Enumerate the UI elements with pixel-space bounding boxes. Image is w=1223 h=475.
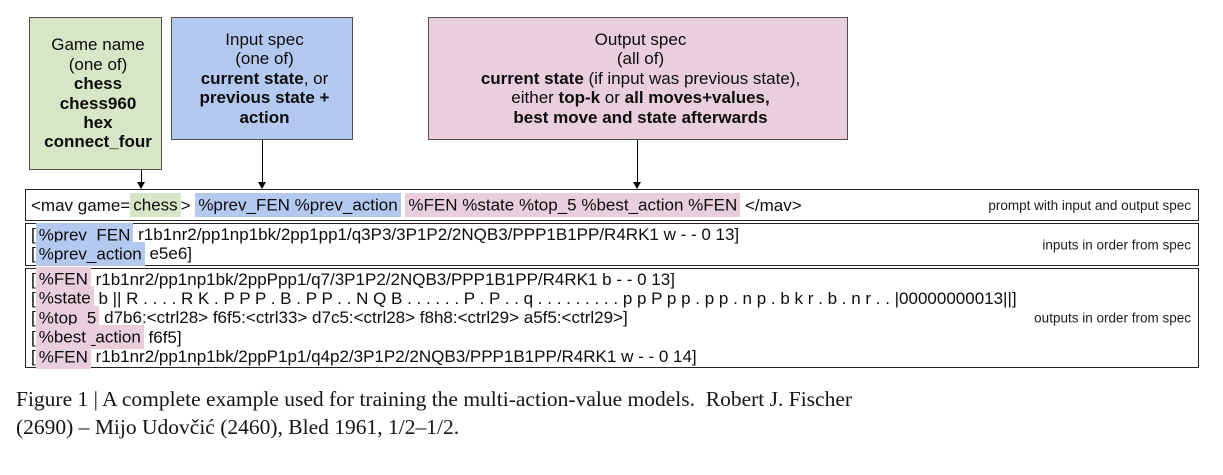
arrow-output-to-prompt-icon bbox=[633, 140, 642, 189]
arrow-head bbox=[633, 182, 641, 189]
code-line: Output spec bbox=[429, 30, 847, 49]
text-segment: [ bbox=[31, 225, 36, 244]
token-highlight-green: chess bbox=[130, 193, 181, 217]
code-line: [%FEN r1b1nr2/pp1np1bk/2ppP1p1/q4p2/3P1P… bbox=[26, 344, 1198, 369]
text-segment: (one of) bbox=[235, 49, 294, 69]
text-segment: hex bbox=[83, 112, 113, 132]
code-line: [%state b || R . . . . R K . P P P . B .… bbox=[26, 286, 1198, 311]
code-line: current state (if input was previous sta… bbox=[429, 69, 847, 88]
text-segment: chess bbox=[73, 74, 123, 94]
arrow-head bbox=[137, 182, 145, 189]
caption-line-2: (2690) – Mijo Udovčić (2460), Bled 1961,… bbox=[16, 414, 460, 439]
text-segment: r1b1nr2/pp1np1bk/2ppPpp1/q7/3P1P2/2NQB3/… bbox=[90, 269, 675, 289]
token-highlight-blue: %prev_FEN %prev_action bbox=[195, 193, 401, 217]
text-segment: (if input was previous state), bbox=[583, 68, 801, 88]
text-segment: either bbox=[511, 88, 559, 108]
text-segment: [ bbox=[31, 347, 36, 367]
inputs-bar: [%prev_FEN r1b1nr2/pp1np1bk/2pp1pp1/q3P3… bbox=[25, 222, 1199, 266]
text-segment: Game name bbox=[51, 35, 145, 55]
arrow-line bbox=[637, 140, 639, 185]
text-segment: current state bbox=[480, 68, 584, 88]
code-line: [%best_action f6f5] bbox=[26, 325, 1198, 350]
outputs-bar: [%FEN r1b1nr2/pp1np1bk/2ppPpp1/q7/3P1P2/… bbox=[25, 267, 1199, 369]
text-segment: Output spec bbox=[594, 29, 687, 49]
inputs-bar-label: inputs in order from spec bbox=[1042, 237, 1191, 252]
arrow-line bbox=[262, 140, 264, 185]
code-line: current state, or bbox=[172, 69, 352, 88]
text-segment: > bbox=[180, 195, 196, 215]
text-segment: [ bbox=[31, 244, 36, 264]
text-segment: [ bbox=[31, 327, 36, 347]
text-segment: connect_four bbox=[44, 132, 152, 152]
text-segment: [ bbox=[31, 288, 36, 308]
prompt-bar-label: prompt with input and output spec bbox=[988, 197, 1191, 213]
text-segment: all moves+values, bbox=[624, 88, 770, 108]
code-line: (one of) bbox=[172, 49, 352, 68]
arrow-game-to-prompt-icon bbox=[137, 170, 146, 189]
code-line: best move and state afterwards bbox=[429, 108, 847, 127]
text-segment: best move and state afterwards bbox=[513, 107, 768, 127]
text-segment: </mav> bbox=[740, 195, 802, 215]
code-line: Input spec bbox=[172, 30, 352, 49]
code-line: [%top_5 d7b6:<ctrl28> f6f5:<ctrl33> d7c5… bbox=[26, 305, 1198, 330]
token-highlight-pink: %FEN %state %top_5 %best_action %FEN bbox=[405, 193, 741, 217]
caption-line-1: Figure 1 | A complete example used for t… bbox=[16, 387, 853, 411]
outputs-bar-label: outputs in order from spec bbox=[1034, 310, 1191, 326]
text-segment: [ bbox=[31, 269, 36, 289]
text-segment: chess960 bbox=[59, 93, 137, 113]
code-line: hex bbox=[30, 113, 161, 132]
code-line: previous state + bbox=[172, 88, 352, 107]
text-segment: (one of) bbox=[68, 54, 128, 74]
text-segment: previous state + bbox=[199, 88, 330, 108]
code-line: [%prev_action e5e6] bbox=[26, 241, 1198, 266]
text-segment: [ bbox=[31, 308, 36, 328]
text-segment: top-k bbox=[558, 88, 601, 108]
code-line: [%FEN r1b1nr2/pp1np1bk/2ppPpp1/q7/3P1P2/… bbox=[26, 267, 1198, 291]
prompt-bar: <mav game=chess> %prev_FEN %prev_action … bbox=[25, 189, 1199, 221]
code-line: either top-k or all moves+values, bbox=[429, 88, 847, 107]
arrow-input-to-prompt-icon bbox=[258, 140, 267, 189]
code-line: action bbox=[172, 108, 352, 127]
text-segment: f6f5] bbox=[143, 327, 182, 347]
text-segment: action bbox=[239, 107, 290, 127]
code-line: Game name bbox=[30, 35, 161, 54]
text-segment: , or bbox=[303, 68, 329, 88]
token-highlight-pink: %FEN bbox=[35, 344, 91, 369]
text-segment: d7b6:<ctrl28> f6f5:<ctrl33> d7c5:<ctrl28… bbox=[99, 308, 628, 328]
figure-caption: Figure 1 | A complete example used for t… bbox=[16, 386, 1216, 441]
token-highlight-blue: %prev_action bbox=[35, 241, 145, 266]
arrow-head bbox=[258, 182, 266, 189]
code-line: (all of) bbox=[429, 49, 847, 68]
text-segment: or bbox=[600, 88, 625, 108]
code-line: chess960 bbox=[30, 94, 161, 113]
outputs-code-lines: [%FEN r1b1nr2/pp1np1bk/2ppPpp1/q7/3P1P2/… bbox=[26, 267, 1198, 369]
text-segment: current state bbox=[200, 68, 304, 88]
text-segment: (all of) bbox=[616, 49, 665, 69]
code-line: chess bbox=[30, 74, 161, 93]
prompt-code-line: <mav game=chess> %prev_FEN %prev_action … bbox=[26, 193, 802, 217]
arrow-line bbox=[141, 170, 143, 185]
text-segment: <mav game= bbox=[31, 195, 131, 215]
output-spec-box: Output spec(all of)current state (if inp… bbox=[428, 17, 848, 140]
code-line: (one of) bbox=[30, 55, 161, 74]
text-segment: b || R . . . . R K . P P P . B . P P . .… bbox=[93, 288, 1017, 308]
code-line: [%prev_FEN r1b1nr2/pp1np1bk/2pp1pp1/q3P3… bbox=[26, 222, 1198, 247]
code-line: connect_four bbox=[30, 132, 161, 151]
text-segment: r1b1nr2/pp1np1bk/2pp1pp1/q3P3/3P1P2/2NQB… bbox=[133, 225, 740, 244]
text-segment: e5e6] bbox=[144, 244, 193, 264]
inputs-code-lines: [%prev_FEN r1b1nr2/pp1np1bk/2pp1pp1/q3P3… bbox=[26, 222, 1198, 266]
text-segment: Input spec bbox=[225, 29, 304, 49]
text-segment: r1b1nr2/pp1np1bk/2ppP1p1/q4p2/3P1P2/2NQB… bbox=[90, 347, 697, 367]
